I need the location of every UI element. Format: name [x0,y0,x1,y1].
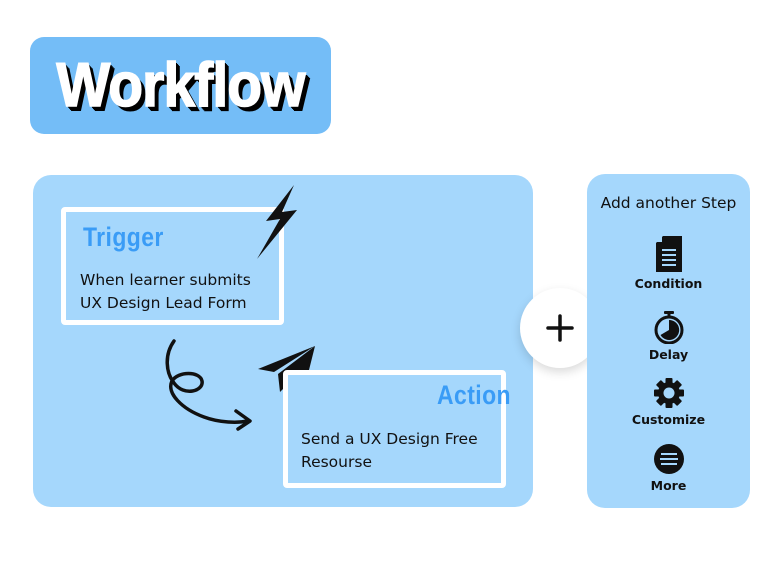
stopwatch-icon [654,311,683,344]
add-step-sidebar: Add another Step Condition Delay [587,174,750,508]
plus-icon [546,314,574,342]
trigger-description: When learner submits UX Design Lead Form [80,269,251,315]
document-icon [655,236,682,272]
trigger-step-card[interactable]: Trigger When learner submits UX Design L… [61,207,284,325]
add-step-button[interactable] [520,288,600,368]
title-badge: Workflow [30,37,331,134]
trigger-description-line-1: When learner submits [80,271,251,289]
gear-icon [653,378,684,408]
action-description: Send a UX Design Free Resourse [301,428,478,474]
menu-circle-icon [653,444,684,474]
action-description-line-1: Send a UX Design Free [301,430,478,448]
sidebar-item-label: More [650,478,687,493]
trigger-description-line-2: UX Design Lead Form [80,294,247,312]
sidebar-item-label: Condition [634,276,703,291]
page-title: Workflow [56,50,307,121]
curly-arrow-icon [165,339,252,431]
action-step-card[interactable]: Action Send a UX Design Free Resourse [283,370,511,488]
sidebar-item-customize[interactable]: Customize [587,377,750,427]
action-description-line-2: Resourse [301,453,372,471]
trigger-heading: Trigger [83,222,164,252]
sidebar-item-delay[interactable]: Delay [587,310,750,362]
sidebar-item-condition[interactable]: Condition [587,235,750,291]
sidebar-item-label: Delay [648,347,689,362]
action-heading: Action [437,380,511,410]
sidebar-item-label: Customize [631,412,706,427]
sidebar-item-more[interactable]: More [587,443,750,493]
sidebar-title: Add another Step [600,194,737,212]
lightning-bolt-icon [257,185,297,259]
